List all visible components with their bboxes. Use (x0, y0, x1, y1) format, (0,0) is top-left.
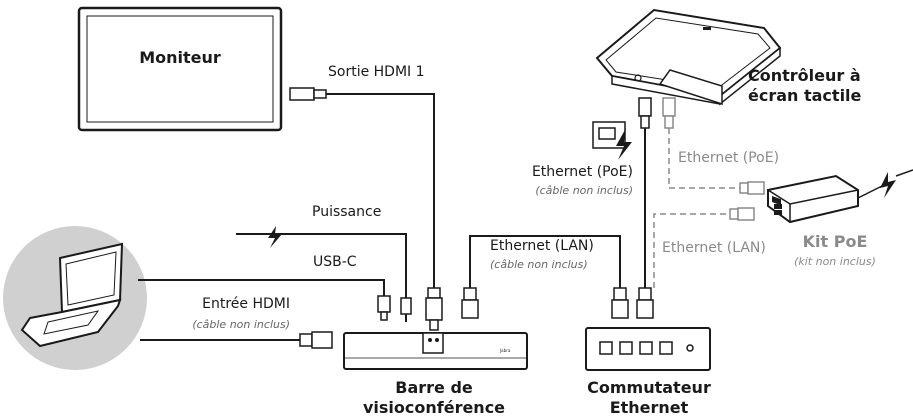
usbc-cable (138, 279, 391, 321)
videobar-label-1: Barre de (395, 378, 473, 397)
power-bolt-icon (268, 226, 282, 248)
switch-label-2: Ethernet (609, 398, 689, 417)
ethernet-poe-note: (câble non inclus) (535, 184, 633, 197)
svg-text:Jabra: Jabra (499, 348, 511, 353)
controller-label-2: écran tactile (748, 86, 862, 105)
hdmi-in-label: Entrée HDMI (202, 296, 290, 312)
poe-kit-label: Kit PoE (802, 232, 868, 251)
ethernet-poe-label: Ethernet (PoE) (531, 164, 633, 180)
videobar-label-2: visioconférence (362, 398, 506, 417)
usbc-label: USB-C (313, 254, 357, 270)
poe-kit-note: (kit non inclus) (794, 255, 876, 268)
ethernet-lan-label: Ethernet (LAN) (490, 238, 594, 254)
hdmi-out-label: Sortie HDMI 1 (328, 64, 425, 80)
hdmi-in-cable (140, 331, 333, 349)
laptop-icon (3, 226, 147, 370)
ethernet-lan-cable (461, 235, 629, 319)
ethernet-lan-note: (câble non inclus) (490, 258, 588, 271)
monitor-label: Moniteur (139, 48, 221, 67)
rj45-plug-icon (463, 287, 477, 301)
ethernet-poe-grey-label: Ethernet (PoE) (678, 150, 780, 166)
videobar-icon: Jabra (343, 332, 528, 370)
hdmi-plug-icon (289, 87, 315, 101)
hdmi-out-cable (289, 87, 443, 331)
switch-label-1: Commutateur (587, 378, 711, 397)
power-bolt-icon (880, 172, 896, 198)
power-cable (236, 226, 412, 322)
poe-kit-cables (653, 97, 765, 288)
ethernet-switch-icon (585, 327, 711, 371)
ethernet-poe-cable (636, 97, 654, 319)
usbc-plug-icon (377, 295, 391, 313)
controller-label-1: Contrôleur à (748, 66, 861, 85)
ethernet-port-icon (592, 121, 632, 160)
poe-injector-icon (767, 169, 913, 224)
monitor-icon (77, 6, 283, 132)
touch-controller-icon (595, 8, 782, 106)
ethernet-lan-grey-label: Ethernet (LAN) (662, 240, 766, 256)
hdmi-in-note: (câble non inclus) (192, 318, 290, 331)
power-label: Puissance (312, 204, 382, 220)
